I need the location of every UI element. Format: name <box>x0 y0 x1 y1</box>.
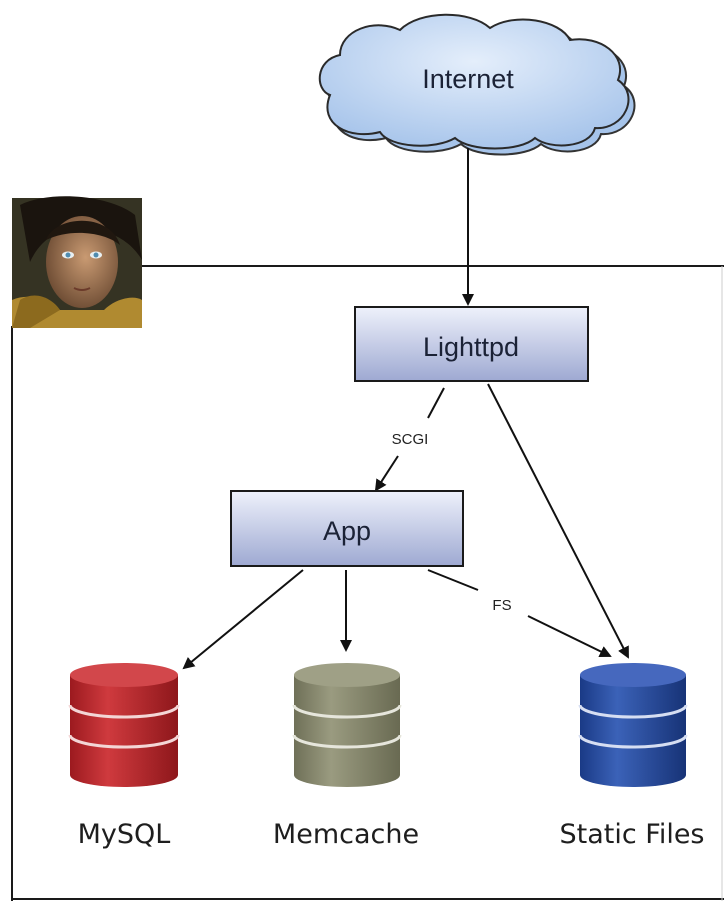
container-frame <box>11 265 724 901</box>
edge-app-static-fs-a <box>427 569 479 591</box>
static-files-label: Static Files <box>559 819 704 850</box>
internet-cloud: Internet <box>318 13 636 156</box>
scgi-label: SCGI <box>392 431 429 448</box>
avatar <box>12 196 142 328</box>
edge-app-mysql <box>182 569 304 670</box>
mysql-database: MySQL <box>68 663 180 850</box>
edge-lighttpd-app-scgi-a <box>427 387 445 419</box>
lighttpd-node: Lighttpd <box>354 306 589 382</box>
lighttpd-label: Lighttpd <box>423 332 519 362</box>
mysql-label: MySQL <box>78 819 171 850</box>
static-files-database: Static Files <box>559 663 705 850</box>
edges: SCGI FS <box>182 148 629 670</box>
edge-lighttpd-app-scgi-b <box>374 455 399 492</box>
edge-lighttpd-static <box>487 383 629 659</box>
fs-label: FS <box>492 597 511 614</box>
app-node: App <box>230 490 464 567</box>
memcache-label: Memcache <box>273 819 419 850</box>
app-label: App <box>323 516 371 546</box>
edge-app-static-fs-b <box>527 615 612 658</box>
internet-label: Internet <box>422 64 514 94</box>
memcache-database: Memcache <box>273 663 419 850</box>
